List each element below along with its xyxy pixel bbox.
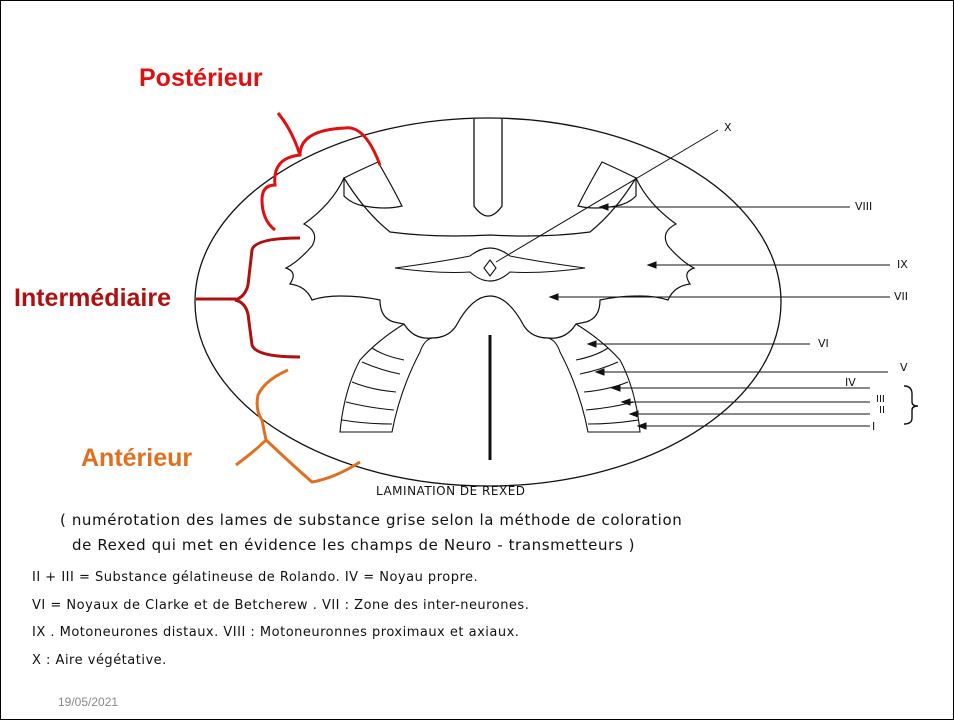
intermediate-zone-label: Intermédiaire xyxy=(14,284,171,313)
lamina-label-vi: VI xyxy=(818,337,829,350)
caption-line-2: de Rexed qui met en évidence les champs … xyxy=(72,536,635,554)
posterior-brace xyxy=(262,113,380,230)
intermediate-brace xyxy=(235,238,300,357)
legend-line-1: II + III = Substance gélatineuse de Rola… xyxy=(32,570,478,585)
central-canal xyxy=(484,260,496,276)
lamina-label-ii: II xyxy=(879,405,885,416)
lamina-label-iii: III xyxy=(876,394,885,405)
lamina-label-vii: VII xyxy=(894,290,908,303)
ventral-laminae-right xyxy=(548,324,640,432)
grey-matter-outline xyxy=(286,178,694,338)
lamina-label-ix: IX xyxy=(897,258,908,271)
ventral-laminae-left xyxy=(340,324,432,432)
spinal-cord-outline xyxy=(195,118,781,486)
caption-line-1: ( numérotation des lames de substance gr… xyxy=(60,511,682,529)
anterior-zone-label: Antérieur xyxy=(81,444,192,473)
lamina-label-iv: IV xyxy=(845,376,856,389)
lamina-label-i: I xyxy=(872,420,875,433)
posterior-median-sulcus xyxy=(474,119,502,216)
lamina-brace xyxy=(904,386,918,424)
lamina-label-v: V xyxy=(900,361,908,374)
dorsal-horn-left xyxy=(344,162,402,208)
legend-line-4: X : Aire végétative. xyxy=(32,653,167,668)
legend-line-2: VI = Noyaux de Clarke et de Betcherew . … xyxy=(32,598,529,613)
diagram-title: LAMINATION DE REXED xyxy=(376,484,526,498)
lamina-label-x: X xyxy=(724,121,732,134)
slide-date: 19/05/2021 xyxy=(58,695,118,709)
anterior-brace xyxy=(236,370,360,482)
posterior-zone-label: Postérieur xyxy=(139,64,263,93)
legend-line-3: IX . Motoneurones distaux. VIII : Motone… xyxy=(32,625,519,640)
lamina-label-viii: VIII xyxy=(855,200,872,213)
dorsal-horn-right xyxy=(578,162,636,208)
pointer-lines xyxy=(496,130,890,429)
